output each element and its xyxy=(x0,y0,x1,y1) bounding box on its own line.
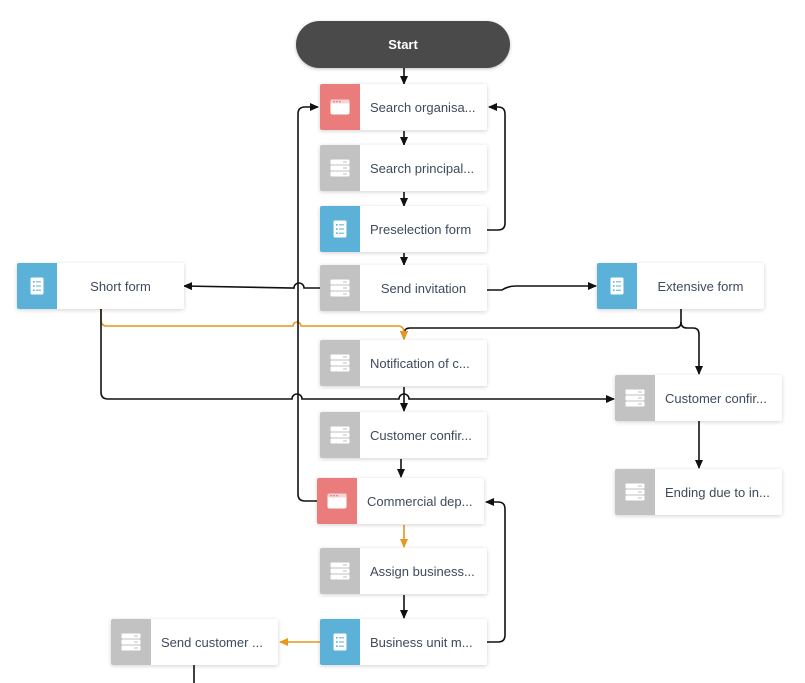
node-send-customer-label: Send customer ... xyxy=(161,634,263,650)
node-business-unit[interactable]: Business unit m... xyxy=(320,619,487,665)
node-business-unit-label: Business unit m... xyxy=(370,634,473,650)
server-icon xyxy=(111,619,151,665)
edge-commercial-back-to-search-organisation xyxy=(297,103,319,502)
node-send-invitation-label: Send invitation xyxy=(380,280,467,296)
node-notification[interactable]: Notification of c... xyxy=(320,340,487,386)
server-icon xyxy=(320,548,360,594)
node-extensive-form[interactable]: Extensive form xyxy=(597,263,764,309)
node-search-principal[interactable]: Search principal... xyxy=(320,145,487,191)
node-commercial-dep-label: Commercial dep... xyxy=(367,493,473,509)
node-ending-label: Ending due to in... xyxy=(665,484,770,500)
node-assign-business-label: Assign business... xyxy=(370,563,475,579)
start-node[interactable]: Start xyxy=(296,21,510,68)
node-assign-business[interactable]: Assign business... xyxy=(320,548,487,594)
node-extensive-form-label: Extensive form xyxy=(657,278,744,294)
node-commercial-dep[interactable]: Commercial dep... xyxy=(317,478,484,524)
edge-extensive-form-to-customer-confirm-right xyxy=(680,321,703,375)
node-send-customer[interactable]: Send customer ... xyxy=(111,619,278,665)
node-ending[interactable]: Ending due to in... xyxy=(615,469,782,515)
node-preselection-form[interactable]: Preselection form xyxy=(320,206,487,252)
edge-send-invitation-to-extensive-form xyxy=(487,282,597,291)
node-customer-confirm-center-label: Customer confir... xyxy=(370,427,472,443)
node-customer-confirm-right[interactable]: Customer confir... xyxy=(615,375,782,421)
edge-short-form-to-notification xyxy=(100,309,408,340)
node-short-form-label: Short form xyxy=(90,278,151,294)
edge-extensive-form-junction xyxy=(400,309,682,340)
form-list-icon xyxy=(320,206,360,252)
browser-window-icon xyxy=(320,84,360,130)
edge-business-unit-back-to-commercial xyxy=(485,498,506,643)
form-list-icon xyxy=(320,619,360,665)
start-node-label: Start xyxy=(388,37,418,52)
server-icon xyxy=(320,265,360,311)
form-list-icon xyxy=(597,263,637,309)
node-search-principal-label: Search principal... xyxy=(370,160,475,176)
edge-preselection-back-to-search-organisation xyxy=(487,103,506,231)
node-send-invitation[interactable]: Send invitation xyxy=(320,265,487,311)
node-customer-confirm-right-label: Customer confir... xyxy=(665,390,767,406)
browser-window-icon xyxy=(317,478,357,524)
node-customer-confirm-center[interactable]: Customer confir... xyxy=(320,412,487,458)
server-icon xyxy=(320,412,360,458)
node-short-form[interactable]: Short form xyxy=(17,263,184,309)
node-search-organisation[interactable]: Search organisa... xyxy=(320,84,487,130)
edge-send-invitation-to-short-form xyxy=(183,282,320,291)
server-icon xyxy=(320,340,360,386)
server-icon xyxy=(615,469,655,515)
form-list-icon xyxy=(17,263,57,309)
node-notification-label: Notification of c... xyxy=(370,355,470,371)
server-icon xyxy=(615,375,655,421)
node-preselection-form-label: Preselection form xyxy=(370,221,472,237)
node-search-organisation-label: Search organisa... xyxy=(370,99,476,115)
server-icon xyxy=(320,145,360,191)
